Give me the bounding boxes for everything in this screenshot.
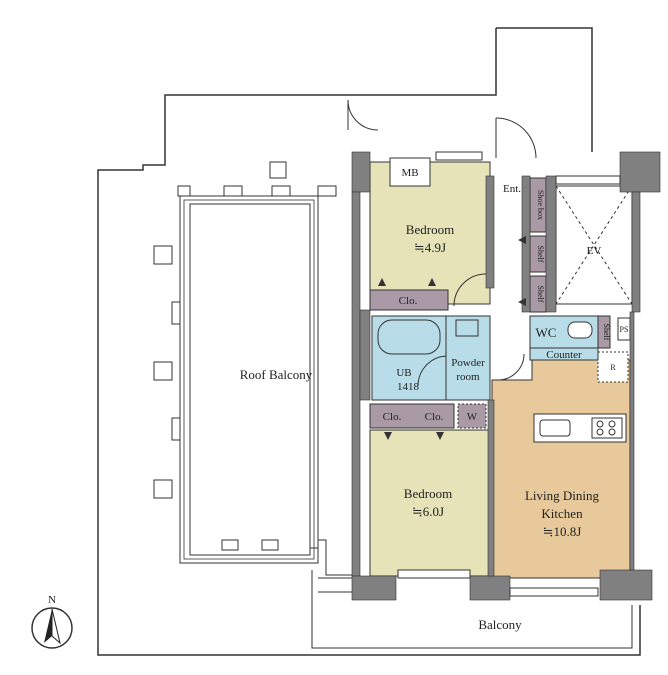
ldk-size: ≒10.8J bbox=[543, 524, 582, 539]
fridge-area bbox=[597, 351, 629, 383]
bedroom-bottom-area bbox=[369, 429, 491, 577]
w-area bbox=[457, 403, 487, 429]
shoe-box-label: Shoe box bbox=[536, 190, 545, 220]
roof-railing-outer-b bbox=[183, 199, 315, 560]
bedroom-bottom-size: ≒6.0J bbox=[412, 504, 444, 519]
compass-n-label: N bbox=[48, 594, 56, 606]
closet-mid-left-label: Clo. bbox=[383, 411, 402, 423]
balcony-inner bbox=[311, 570, 633, 649]
bedroom-top-name: Bedroom bbox=[406, 222, 454, 237]
windows bbox=[397, 151, 621, 597]
closet-top-label: Clo. bbox=[399, 295, 418, 307]
wc-shelf bbox=[597, 315, 611, 349]
roof-balcony-outline bbox=[496, 27, 621, 166]
ev-label: EV bbox=[587, 245, 602, 257]
fridge-label: R bbox=[610, 363, 616, 372]
roof-balcony-label: Roof Balcony bbox=[240, 367, 313, 382]
closet-mid-right-label: Clo. bbox=[425, 411, 444, 423]
mb-area bbox=[389, 157, 431, 187]
powder-sink bbox=[455, 319, 479, 337]
balcony-label: Balcony bbox=[478, 617, 522, 632]
shelf-3-label: Shelf bbox=[602, 324, 611, 341]
ub-name: UB bbox=[396, 367, 411, 379]
ldk-line2: Kitchen bbox=[541, 506, 583, 521]
roof-railing-outer bbox=[179, 195, 319, 564]
bathtub bbox=[377, 319, 441, 355]
roof-railing-ext bbox=[318, 539, 360, 576]
toilet bbox=[567, 321, 593, 339]
roof-railing-inner bbox=[189, 203, 311, 556]
wc-label: WC bbox=[536, 325, 557, 340]
shelf-2-label: Shelf bbox=[536, 286, 545, 303]
ev-cross bbox=[555, 185, 633, 305]
counter-label: Counter bbox=[546, 349, 582, 361]
bedroom-top-size: ≒4.9J bbox=[414, 240, 446, 255]
mb-label: MB bbox=[401, 167, 418, 179]
ps-label: PS bbox=[620, 325, 629, 334]
powder-line1: Powder bbox=[451, 357, 485, 369]
closet-top-area bbox=[369, 289, 449, 311]
railing-posts bbox=[153, 161, 337, 551]
doors bbox=[347, 99, 537, 387]
balcony-outline bbox=[305, 605, 641, 656]
entrance-label: Ent. bbox=[503, 183, 521, 195]
roof-balcony-outline-2 bbox=[97, 28, 497, 656]
ub-code: 1418 bbox=[397, 381, 420, 393]
kitchen-sink bbox=[539, 419, 571, 437]
kitchen-stove bbox=[591, 417, 623, 439]
closet-door-marks bbox=[378, 236, 526, 440]
ldk-line1: Living Dining bbox=[525, 488, 600, 503]
stove-burners bbox=[596, 420, 616, 436]
closet-mid-area bbox=[369, 403, 455, 429]
w-label: W bbox=[467, 411, 478, 423]
bedroom-bottom-name: Bedroom bbox=[404, 486, 452, 501]
powder-line2: room bbox=[456, 371, 480, 383]
ldk-area bbox=[491, 359, 631, 579]
north-compass-icon: N bbox=[31, 594, 73, 649]
shelf-1-label: Shelf bbox=[536, 246, 545, 263]
counter-area bbox=[529, 347, 599, 361]
